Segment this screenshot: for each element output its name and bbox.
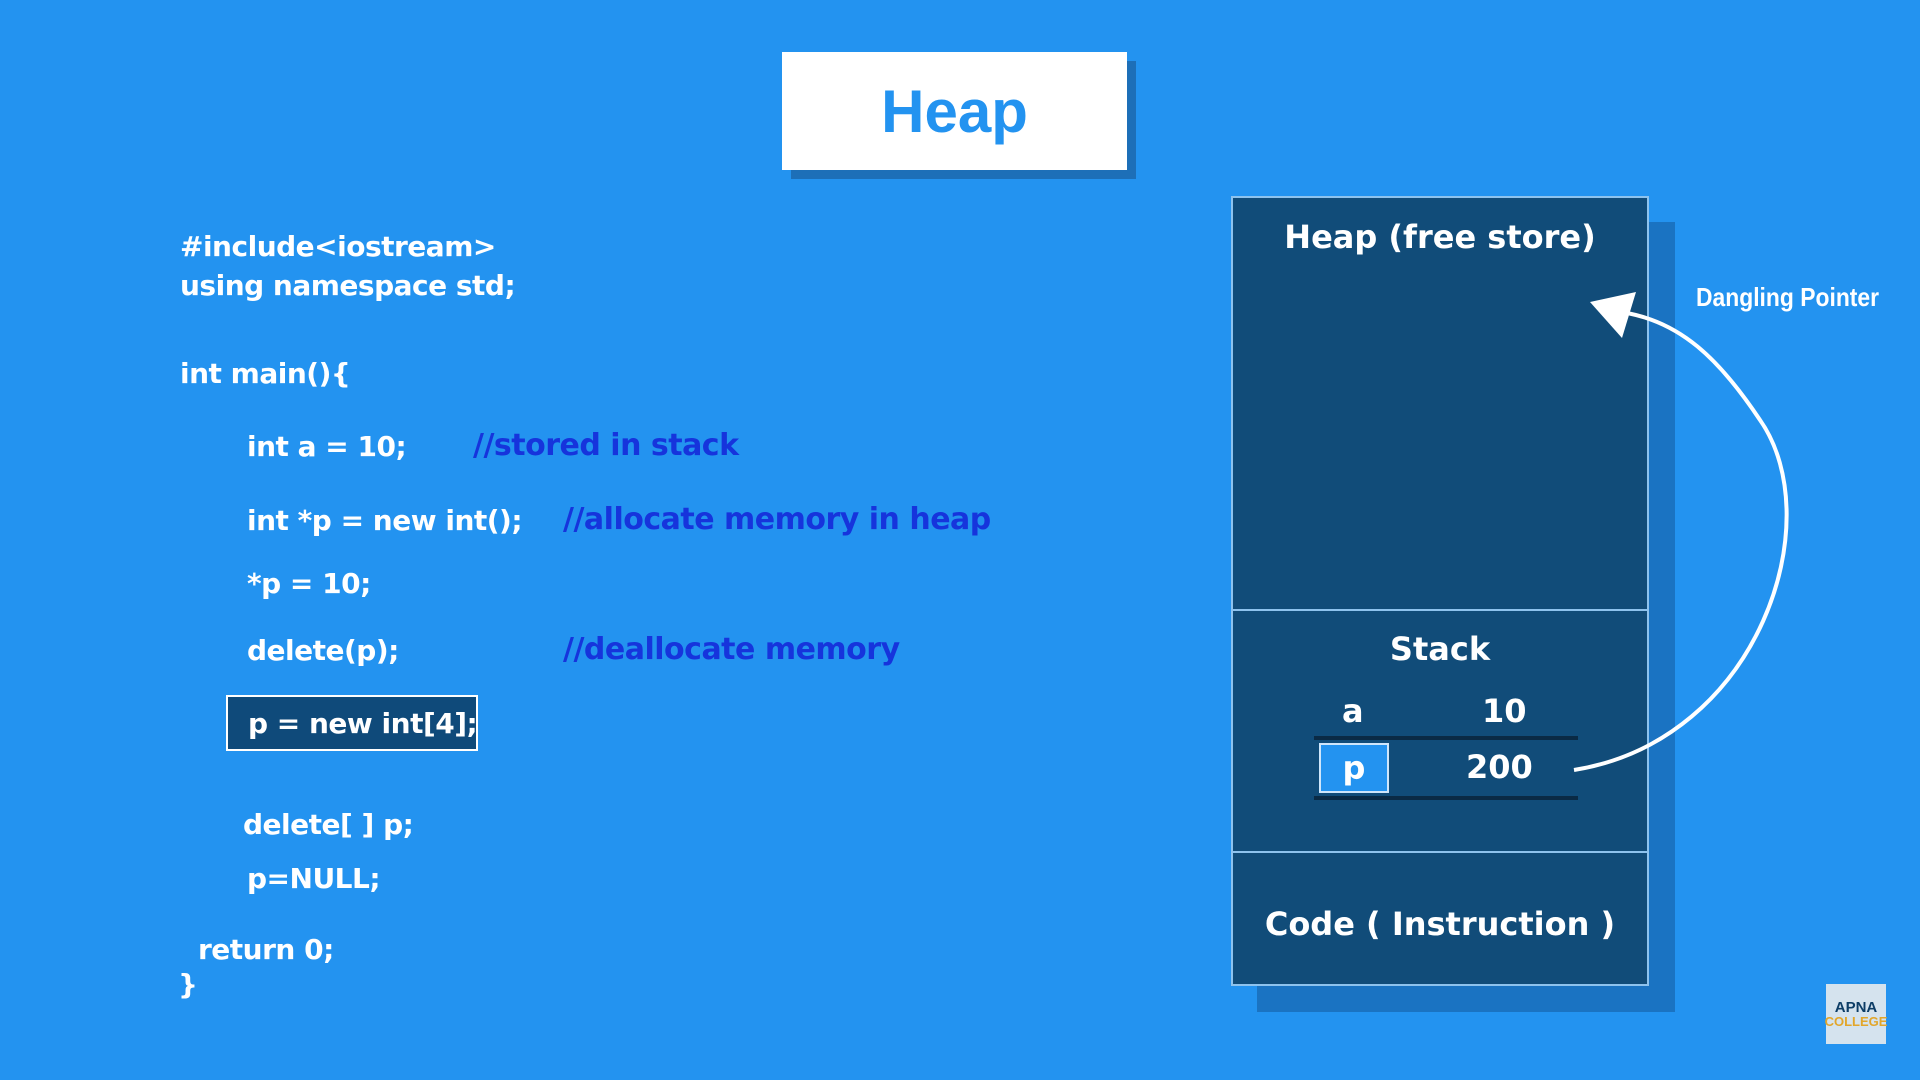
stack-row-divider	[1314, 736, 1578, 740]
comment-stack: //stored in stack	[473, 428, 739, 463]
heap-stack-divider	[1233, 609, 1647, 611]
code-line-main: int main(){	[180, 357, 351, 390]
logo-line1: APNA	[1834, 999, 1878, 1016]
stack-row-bottom	[1314, 796, 1578, 800]
code-line-delete-array: delete[ ] p;	[243, 808, 414, 841]
code-label: Code ( Instruction )	[1264, 905, 1616, 943]
stack-var-p: p	[1319, 743, 1389, 793]
comment-deallocate: //deallocate memory	[563, 632, 900, 667]
stack-value-p: 200	[1466, 748, 1533, 786]
code-line-int-a: int a = 10;	[247, 430, 407, 463]
code-line-new-array: p = new int[4];	[248, 706, 478, 740]
stack-label: Stack	[1389, 630, 1491, 668]
code-line-new-int: int *p = new int();	[247, 504, 523, 537]
page-title: Heap	[881, 77, 1028, 145]
comment-heap: //allocate memory in heap	[563, 502, 991, 537]
stack-code-divider	[1233, 851, 1647, 853]
stack-var-p-label: p	[1342, 749, 1366, 787]
code-line-null: p=NULL;	[247, 862, 381, 895]
logo-line2: COLLEGE	[1824, 1014, 1888, 1029]
code-line-assign: *p = 10;	[247, 567, 371, 600]
title-card: Heap	[782, 52, 1127, 170]
code-line-namespace: using namespace std;	[180, 269, 516, 302]
dangling-pointer-label: Dangling Pointer	[1696, 282, 1880, 312]
code-line-return: return 0;	[198, 933, 334, 966]
code-line-delete: delete(p);	[247, 634, 399, 667]
code-line-include: #include<iostream>	[180, 230, 496, 263]
stack-var-a: a	[1342, 692, 1364, 730]
code-line-close-brace: }	[178, 968, 198, 1001]
highlighted-code-line: p = new int[4];	[226, 695, 478, 751]
apna-college-logo: APNA COLLEGE	[1824, 984, 1888, 1044]
heap-label: Heap (free store)	[1284, 218, 1596, 256]
memory-diagram: Heap (free store) Stack a 10 p 200 Code …	[1231, 196, 1649, 986]
stack-value-a: 10	[1482, 692, 1527, 730]
arrow-head	[1590, 292, 1636, 338]
